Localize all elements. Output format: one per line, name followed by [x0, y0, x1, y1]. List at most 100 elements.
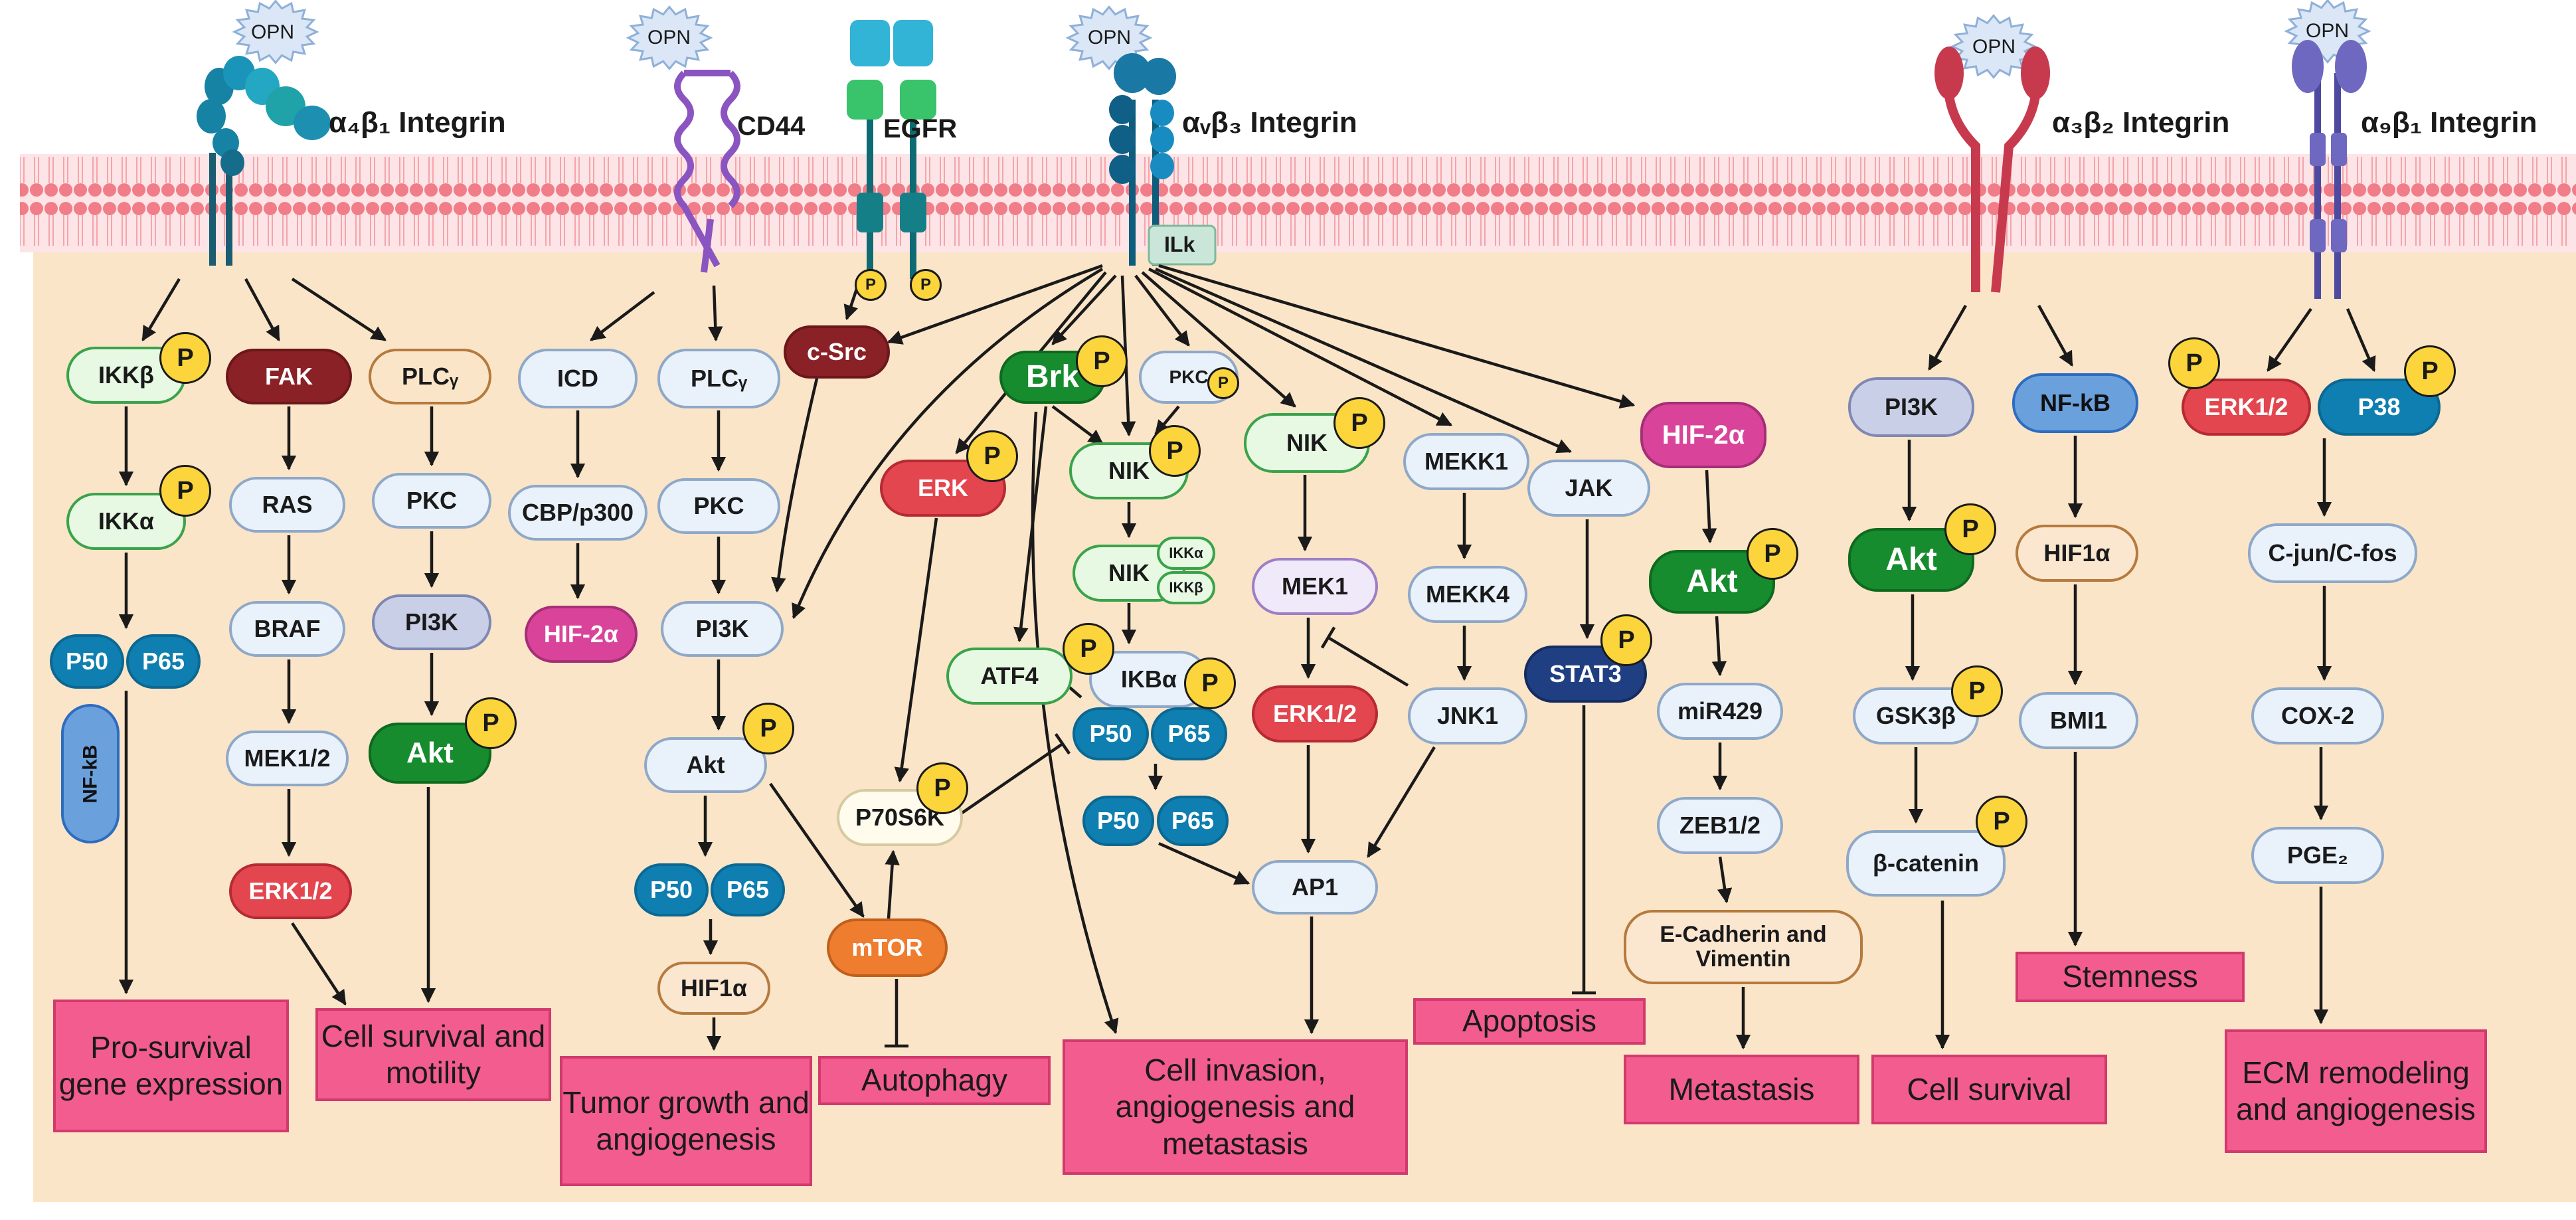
edge-a9b1-erk [2267, 307, 2312, 372]
phospho-ikkb: P [159, 332, 211, 384]
outcome-prosurvival: Pro-survival gene expression [53, 1000, 289, 1132]
edge-a3b2-nfkb [2037, 304, 2073, 367]
ras-node: RAS [229, 477, 345, 533]
outcome-tumor-growth: Tumor growth and angiogenesis [560, 1056, 812, 1186]
erk12-node-a9b1: ERK1/2 [2182, 379, 2311, 436]
phospho-stat3: P [1600, 614, 1652, 666]
edge-csrc-pi3k [771, 378, 819, 593]
edge-erk-cellsurv [291, 922, 347, 1005]
ikkb-small-node: IKKβ [1157, 571, 1215, 604]
p50-node-col1: P50 [50, 634, 124, 689]
hif2a-node-cd44: HIF-2α [525, 606, 638, 663]
edge-ilk-brk [1051, 274, 1117, 345]
nfkb-label-col1: NF-kB [79, 744, 102, 804]
outcome-cell-survival: Cell survival [1871, 1055, 2107, 1124]
outcome-apoptosis: Apoptosis [1413, 998, 1646, 1045]
phospho-p38: P [2404, 345, 2456, 397]
edge-akt-mir429 [1711, 616, 1727, 677]
phospho-egfr-1: P [855, 269, 887, 301]
edge-jnk1-ap1 [1367, 746, 1436, 858]
edge-jnk1-mek1-inhibit-bar [1320, 626, 1336, 649]
outcome-metastasis: Metastasis [1624, 1055, 1859, 1124]
phospho-ikka: P [159, 465, 211, 517]
edge-a4b1-plcg [291, 278, 386, 341]
pge2-node: PGE₂ [2251, 827, 2384, 884]
outcome-cell-survival-motility: Cell survival and motility [315, 1008, 551, 1101]
edge-erk-p70s6k [894, 517, 938, 783]
phospho-akt-cd44: P [742, 703, 794, 754]
plcg-node-cd44: PLCᵧ [657, 349, 780, 408]
akt-node-avb3: Akt [1649, 550, 1775, 614]
phospho-erk12-a9b1: P [2168, 337, 2220, 389]
hif1a-node-cd44: HIF1α [657, 962, 770, 1015]
receptor-label-a4b1: α₄β₁ Integrin [329, 106, 506, 139]
receptor-label-a9b1: α₉β₁ Integrin [2361, 106, 2537, 139]
opn-ligand-avb3: OPN [1088, 27, 1132, 48]
icd-node: ICD [518, 349, 638, 408]
phospho-akt-a3b2: P [1944, 503, 1996, 555]
nfkb-node-col1: NF-kB [61, 704, 120, 843]
hif2a-node-avb3: HIF-2α [1640, 402, 1766, 468]
pi3k-node-col3: PI3K [372, 594, 491, 650]
edge-ilk-jak [1155, 267, 1573, 454]
edge-brk-invasion [1031, 411, 1119, 1035]
cbp-p300-node: CBP/p300 [508, 485, 647, 541]
hif1a-node-a3b2: HIF1α [2016, 525, 2138, 582]
cd44-receptor [674, 70, 740, 273]
phospho-brk: P [1076, 335, 1128, 387]
edge-cd44-icd [590, 291, 655, 341]
phospho-akt-avb3: P [1747, 528, 1798, 580]
bcatenin-node: β-catenin [1846, 830, 2006, 897]
outcome-cell-invasion: Cell invasion, angiogenesis and metastas… [1063, 1039, 1408, 1175]
jak-node: JAK [1527, 460, 1650, 517]
ikka-small-node: IKKα [1157, 537, 1215, 570]
opn-burst-a3b2 [1950, 14, 2037, 79]
edge-ilk-mekk1 [1148, 268, 1452, 426]
fak-node: FAK [226, 349, 352, 404]
edge-a4b1-ikkb [141, 278, 181, 341]
phospho-egfr-2: P [910, 269, 942, 301]
opn-ligand-a4b1: OPN [251, 21, 295, 43]
phospho-gsk3b: P [1951, 665, 2003, 717]
nfkb-node-a3b2: NF-kB [2012, 373, 2138, 433]
p50-node-avb3-b: P50 [1082, 796, 1154, 846]
edge-a4b1-fak [244, 278, 280, 341]
outcome-ecm-remodeling: ECM remodeling and angiogenesis [2225, 1029, 2487, 1153]
receptor-label-egfr: EGFR [883, 114, 958, 143]
edge-ilk-pi3k-curve [792, 268, 1104, 620]
ap1-node: AP1 [1252, 860, 1378, 915]
ilk-box [1148, 224, 1217, 266]
p65-node-avb3-a: P65 [1151, 707, 1227, 760]
receptor-label-a3b2: α₃β₂ Integrin [2052, 106, 2230, 139]
cjun-cfos-node: C-jun/C-fos [2248, 523, 2417, 583]
edge-zeb-ecad [1717, 856, 1733, 904]
cox2-node: COX-2 [2251, 687, 2384, 744]
edge-ilk-nik3 [1141, 271, 1296, 408]
phospho-bcatenin: P [1976, 796, 2027, 847]
erk12-node-col2: ERK1/2 [229, 863, 352, 919]
receptor-label-cd44: CD44 [737, 112, 806, 141]
a4b1-integrin-receptor [197, 56, 331, 266]
receptor-label-avb3: αᵥβ₃ Integrin [1182, 106, 1357, 139]
pi3k-node-a3b2: PI3K [1848, 377, 1974, 437]
mekk1-node: MEKK1 [1403, 433, 1529, 490]
phospho-nik-1: P [1149, 425, 1201, 477]
ecad-vimentin-node: E-Cadherin and Vimentin [1624, 910, 1863, 984]
phospho-atf4: P [1063, 623, 1114, 675]
braf-node: BRAF [229, 601, 345, 657]
mek12-node: MEK1/2 [226, 731, 349, 786]
edge-a3b2-pi3k [1928, 304, 1967, 371]
phospho-ikba: P [1184, 657, 1236, 709]
phospho-nik-3: P [1333, 397, 1385, 449]
phospho-p70s6k: P [916, 762, 968, 814]
phospho-pkc: P [1207, 367, 1239, 399]
pi3k-node-cd44: PI3K [661, 601, 784, 657]
edge-hif2a-akt [1701, 470, 1717, 544]
mekk4-node: MEKK4 [1408, 566, 1527, 623]
edge-cd44-plcg [708, 285, 723, 342]
jnk1-node: JNK1 [1408, 687, 1527, 744]
edge-a9b1-p38 [2346, 308, 2376, 373]
zeb12-node: ZEB1/2 [1657, 797, 1783, 854]
